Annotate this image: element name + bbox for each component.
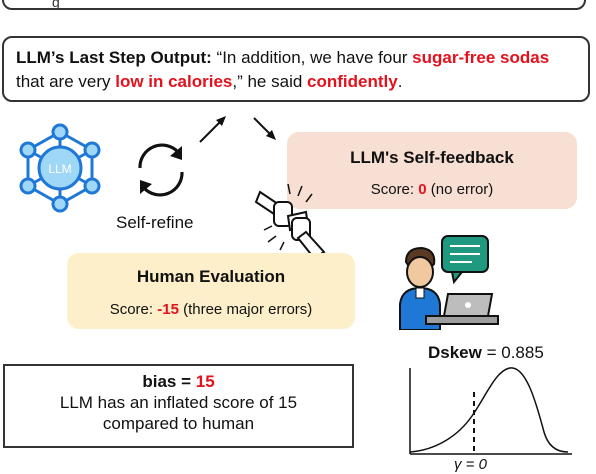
- gamma-label: γ = 0: [454, 456, 487, 473]
- human-score-value: -15: [157, 301, 179, 318]
- self-feedback-score-note: (no error): [426, 181, 494, 198]
- llm-network-icon: LLM: [19, 123, 101, 213]
- self-refine-label: Self-refine: [116, 213, 194, 232]
- dskew-label: Dskew = 0.885: [428, 343, 544, 363]
- output-text-2: that are very: [16, 72, 116, 91]
- bias-description-line-1: LLM has an inflated score of 15: [59, 393, 298, 412]
- bias-label: bias =: [142, 372, 196, 391]
- self-feedback-score-label: Score:: [370, 181, 419, 198]
- bias-description-line-2: compared to human: [102, 414, 255, 433]
- output-text-3: ,” he said: [232, 72, 308, 91]
- human-evaluation-title: Human Evaluation: [136, 267, 286, 286]
- dskew-value: = 0.885: [481, 343, 544, 362]
- arrow-down-right-icon: [266, 130, 276, 140]
- human-score-note: (three major errors): [178, 301, 313, 318]
- refresh-cycle-icon: [138, 143, 184, 197]
- output-text-end: .: [397, 72, 403, 91]
- skew-distribution-plot: [409, 367, 572, 455]
- bias-value: 15: [195, 372, 215, 391]
- human-evaluation-box: Human Evaluation Score: -15 (three major…: [67, 253, 355, 329]
- highlight-low-in-calories: low in calories: [115, 72, 233, 91]
- fist-bump-icon: [254, 183, 326, 260]
- distribution-curve: [409, 367, 569, 453]
- human-laptop-icon: [399, 235, 499, 330]
- human-score-label: Score:: [109, 301, 158, 318]
- previous-step-box: g: [2, 0, 586, 10]
- output-label: LLM’s Last Step Output:: [16, 48, 212, 67]
- self-feedback-title: LLM's Self-feedback: [350, 148, 514, 167]
- self-feedback-score-value: 0: [418, 181, 427, 198]
- output-text-1: “In addition, we have four: [211, 48, 413, 67]
- llm-node-label: LLM: [48, 162, 71, 176]
- bias-line: bias = 15: [5, 371, 352, 392]
- bias-summary-box: bias = 15 LLM has an inflated score of 1…: [3, 364, 354, 448]
- dskew-name: Dskew: [428, 343, 482, 362]
- self-feedback-box: LLM's Self-feedback Score: 0 (no error): [287, 132, 577, 209]
- human-evaluation-score: Score: -15 (three major errors): [67, 301, 355, 318]
- llm-output-box: LLM’s Last Step Output: “In addition, we…: [2, 36, 590, 102]
- arrow-up-right-icon: [216, 116, 226, 126]
- highlight-confidently: confidently: [307, 72, 398, 91]
- previous-step-fragment: g: [52, 0, 60, 10]
- self-feedback-score: Score: 0 (no error): [287, 181, 577, 198]
- highlight-sugar-free-sodas: sugar-free sodas: [412, 48, 550, 67]
- process-arrows: [199, 116, 276, 143]
